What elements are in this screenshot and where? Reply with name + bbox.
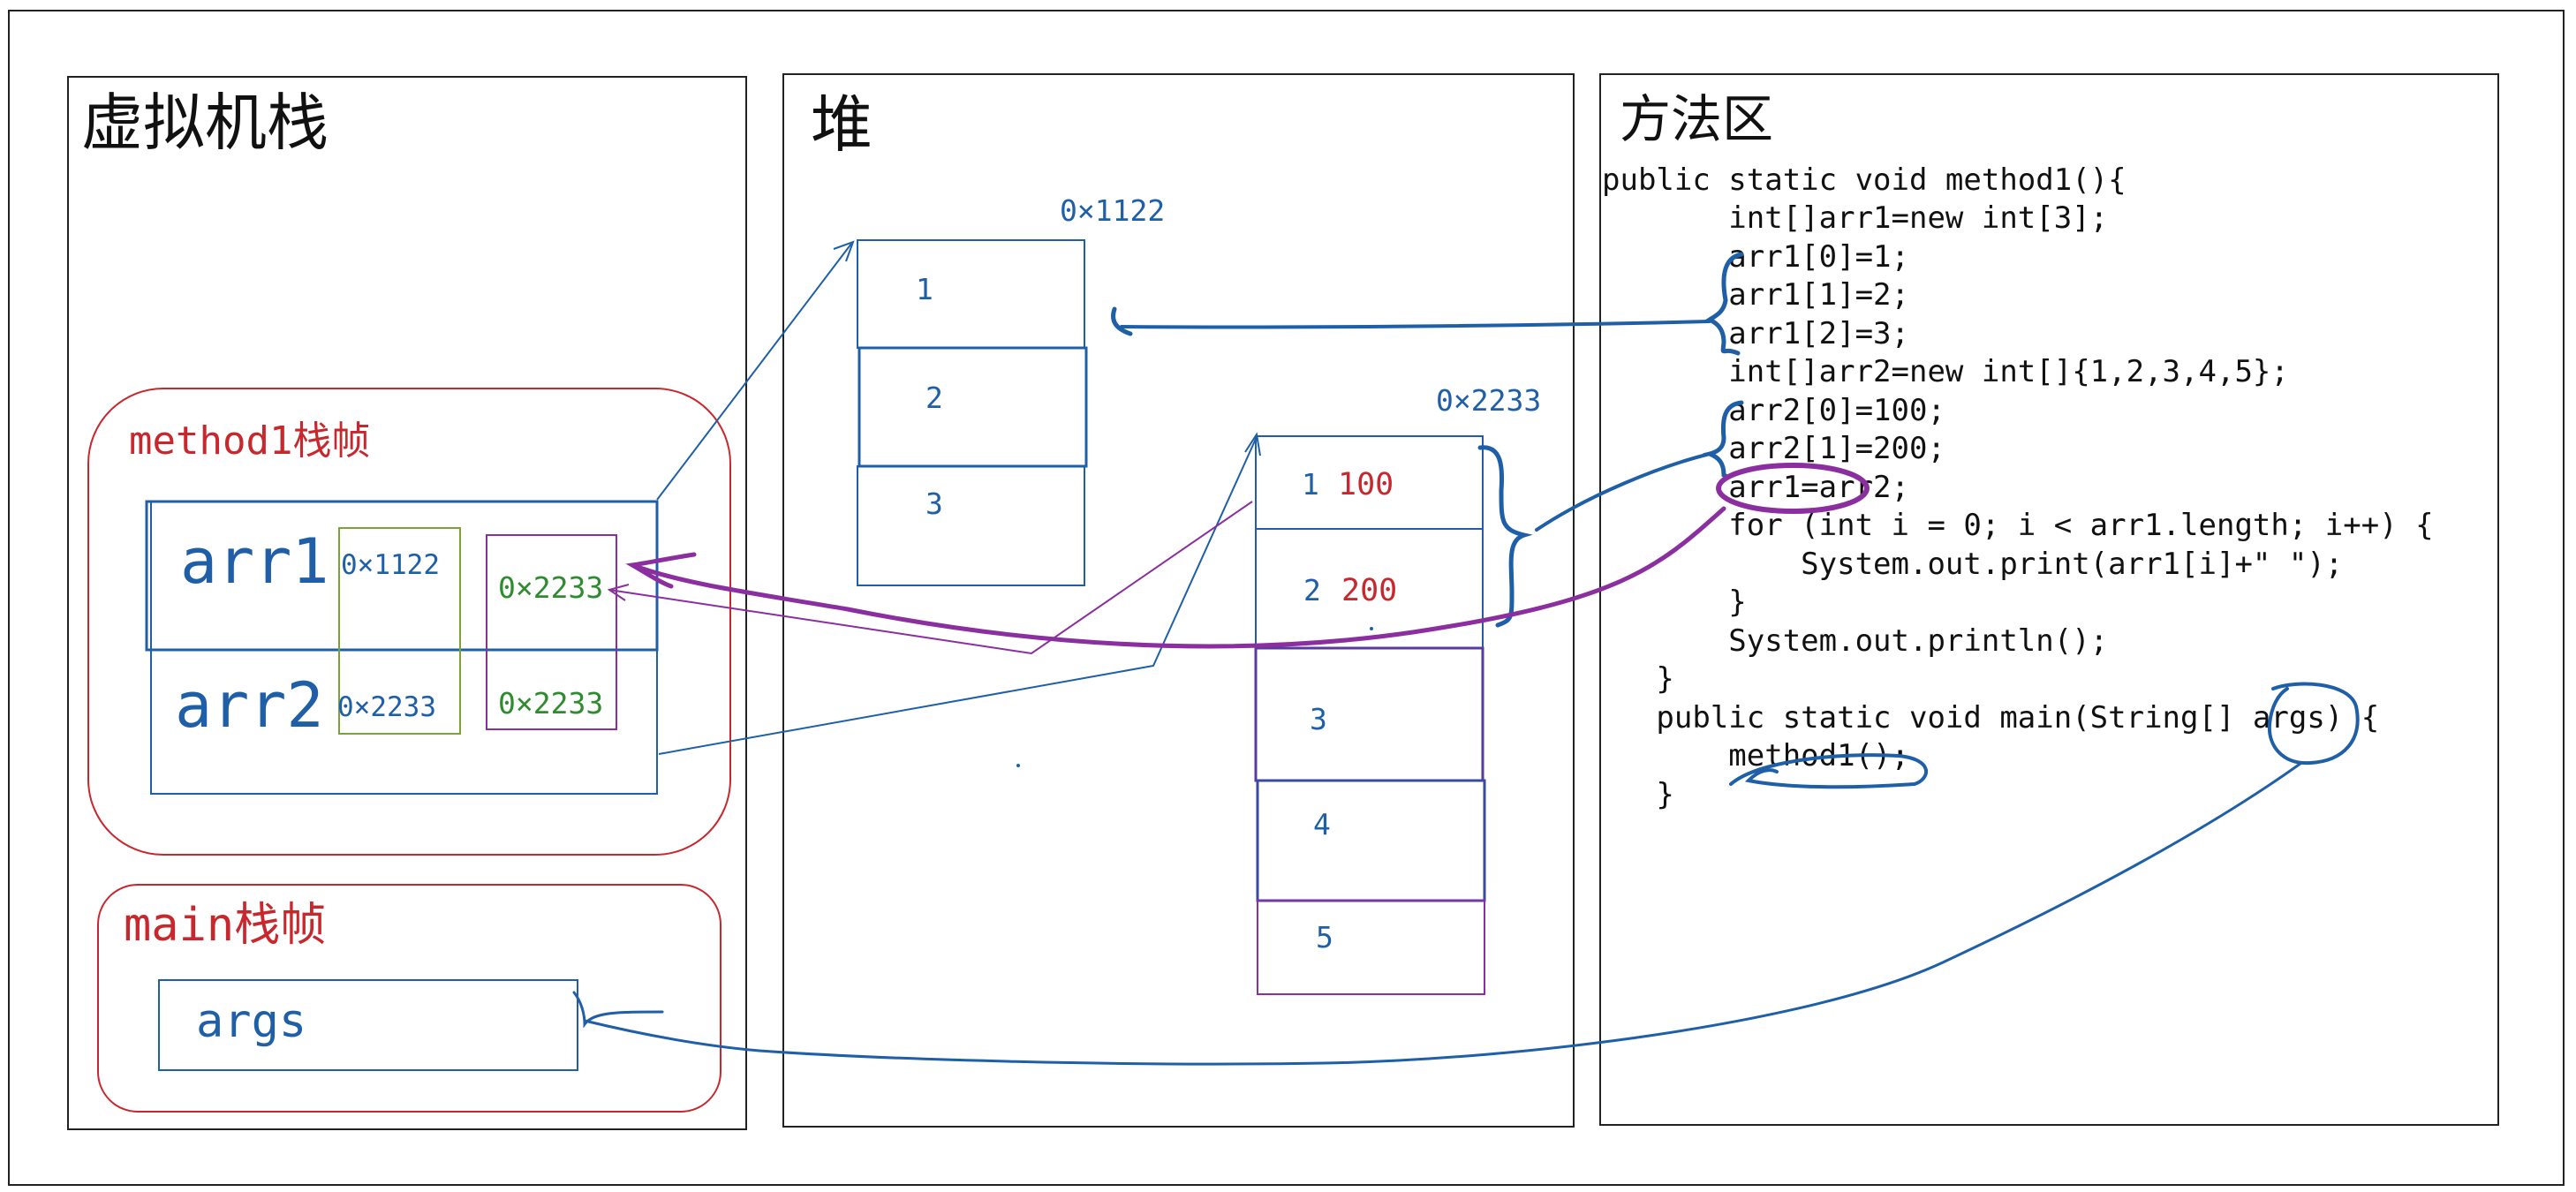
code-line: public static void main(String[] args) { — [1602, 700, 2379, 736]
reassign-reference-arrowhead — [607, 584, 630, 601]
method1-frame-title: method1栈帧 — [129, 419, 370, 464]
args-reference-arrowhead — [572, 991, 664, 1029]
arr1-label: arr1 — [180, 525, 329, 598]
code-line: } — [1602, 661, 1674, 697]
stray-dot — [1370, 627, 1373, 630]
array2-cell-3 — [1256, 779, 1486, 902]
arr2-label: arr2 — [175, 669, 324, 742]
array2-brace — [1477, 445, 1533, 628]
stack-panel — [67, 76, 747, 1130]
array2-cell-2 — [1254, 646, 1484, 782]
method-area-title: 方法区 — [1620, 89, 1773, 149]
code-line: int[]arr2=new int[]{1,2,3,4,5}; — [1602, 354, 2289, 389]
main-frame — [97, 884, 721, 1113]
arr2-slot — [150, 649, 658, 795]
arr1-reference-arrowhead — [833, 240, 855, 262]
arr2-reference-arrowhead — [1244, 432, 1261, 456]
array2-address: 0×2233 — [1436, 383, 1541, 418]
array2-overwrite-1: 200 — [1341, 573, 1397, 608]
arr2-assign-brace — [1702, 400, 1744, 479]
array2-cell-4 — [1257, 900, 1485, 995]
arr1-new-value: 0×2233 — [498, 570, 603, 605]
code-line: arr1[0]=1; — [1602, 239, 1909, 275]
new-value-box — [486, 534, 617, 730]
reassign-arrowhead — [625, 552, 697, 589]
array2-value-4: 5 — [1316, 920, 1333, 954]
array2-value-3: 4 — [1313, 807, 1331, 841]
code-line: arr1[1]=2; — [1602, 277, 1909, 313]
main-frame-code: main — [124, 899, 234, 952]
method-area-panel — [1599, 73, 2499, 1126]
array1-cell-1 — [857, 346, 1088, 468]
arr2-assign-arrow — [1535, 452, 1711, 532]
code-line: int[]arr1=new int[3]; — [1602, 200, 2108, 236]
array1-value-2: 3 — [925, 487, 943, 521]
code-line: } — [1602, 777, 1674, 812]
array2-overwrite-0: 100 — [1338, 467, 1394, 502]
args-highlight — [2267, 682, 2360, 766]
arr1-assign-arrowhead — [1111, 306, 1133, 336]
code-line: } — [1602, 585, 1747, 620]
args-label: args — [196, 995, 306, 1048]
code-listing: public static void method1(){ int[]arr1=… — [1602, 162, 2434, 812]
code-line: arr2[1]=200; — [1602, 431, 1945, 466]
code-line: for (int i = 0; i < arr1.length; i++) { — [1602, 508, 2434, 543]
arr1-reference-line — [656, 243, 852, 501]
array2-value-1: 2 — [1303, 573, 1321, 607]
stray-dot — [1016, 764, 1020, 767]
array1-cell-0 — [857, 239, 1085, 349]
reassign-reference-line — [608, 501, 1253, 655]
array1-value-0: 1 — [916, 272, 933, 306]
array2-value-0: 1 — [1302, 467, 1319, 502]
stack-title: 虚拟机栈 — [81, 87, 329, 159]
main-frame-suffix: 栈帧 — [234, 899, 326, 952]
call-highlight — [1729, 753, 1928, 789]
old-value-box — [338, 527, 461, 735]
array1-address: 0×1122 — [1060, 193, 1165, 228]
method1-frame-suffix: 栈帧 — [292, 419, 370, 464]
outer-frame — [8, 10, 2565, 1186]
arr2-old-value: 0×2233 — [337, 691, 436, 723]
heap-panel — [782, 73, 1575, 1128]
main-frame-title: main栈帧 — [124, 899, 326, 952]
method1-frame-code: method1 — [129, 419, 292, 464]
code-line: System.out.println(); — [1602, 623, 2108, 659]
reassign-arrow — [630, 506, 1726, 649]
arr1-old-value: 0×1122 — [341, 549, 440, 581]
arr2-reference-line — [658, 438, 1257, 755]
method1-frame — [87, 388, 731, 856]
args-reference-arrow — [583, 761, 2303, 1066]
code-line: public static void method1(){ — [1602, 162, 2127, 198]
array1-cell-2 — [857, 465, 1085, 586]
array1-value-1: 2 — [925, 381, 943, 415]
arr2-new-value: 0×2233 — [498, 686, 603, 720]
args-slot — [158, 979, 578, 1071]
reassign-highlight — [1716, 463, 1870, 514]
heap-title: 堆 — [811, 88, 873, 161]
array2-value-2: 3 — [1310, 702, 1327, 736]
code-line: System.out.print(arr1[i]+" "); — [1602, 547, 2343, 582]
code-line: arr2[0]=100; — [1602, 393, 1945, 428]
arr1-assign-brace — [1705, 252, 1744, 356]
arr1-assign-arrow — [1120, 320, 1711, 329]
